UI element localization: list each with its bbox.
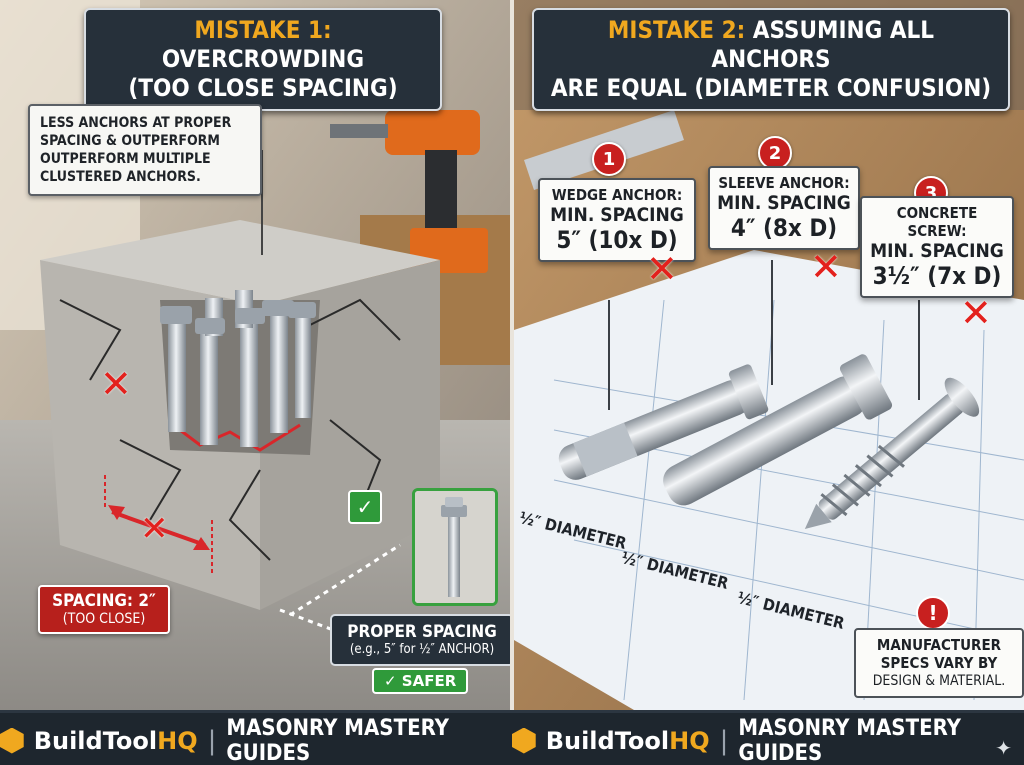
blueprint-sheet	[514, 250, 1024, 710]
card-type: WEDGE ANCHOR:	[551, 186, 683, 204]
spacing-tag-note: (TOO CLOSE)	[62, 611, 146, 627]
spacing-tag-value: SPACING: 2″	[52, 591, 156, 611]
proper-spacing-example: (e.g., 5″ for ½″ ANCHOR)	[349, 642, 495, 657]
number-badge: 1	[592, 142, 626, 176]
brand-main: BuildTool	[545, 726, 670, 755]
single-anchor-icon	[415, 491, 495, 603]
checkmark-icon: ✓	[348, 490, 382, 524]
card-spacing-label: MIN. SPACING	[717, 192, 851, 214]
proper-spacing-box: PROPER SPACING (e.g., 5″ for ½″ ANCHOR)	[330, 614, 510, 666]
title-accent: MISTAKE 1:	[194, 16, 332, 44]
proper-spacing-inset	[412, 488, 498, 606]
manufacturer-note-detail: DESIGN & MATERIAL.	[872, 673, 1006, 689]
title-rest: ASSUMING ALL ANCHORS	[711, 16, 935, 73]
anchor-note: LESS ANCHORS AT PROPER SPACING & OUTPERF…	[28, 104, 262, 196]
x-mark-icon: ✕	[960, 291, 992, 335]
panel-divider	[510, 0, 514, 710]
blueprint-grid	[553, 299, 1024, 701]
card-type: SLEEVE ANCHOR:	[718, 174, 850, 192]
right-panel: MISTAKE 2: ASSUMING ALL ANCHORS ARE EQUA…	[514, 0, 1024, 710]
spacing-arrow	[104, 475, 213, 575]
x-mark-icon: ✕	[100, 362, 132, 406]
card-type: CONCRETE SCREW:	[896, 204, 978, 240]
number-badge: 2	[758, 136, 792, 170]
brand-main: BuildTool	[33, 726, 158, 755]
brand-logo-icon	[512, 727, 536, 754]
x-mark-icon: ✕	[646, 247, 678, 291]
title-accent: MISTAKE 2:	[607, 16, 746, 44]
title-rest: OVERCROWDING	[161, 45, 365, 73]
alert-icon: !	[916, 596, 950, 630]
footer-left: BuildToolHQ | MASONRY MASTERY GUIDES	[0, 713, 512, 765]
wedge-anchor-icon	[558, 364, 769, 480]
brand-hq: HQ	[669, 726, 710, 755]
card-spacing-value: 3½″ (7x D)	[872, 262, 1002, 290]
footer: BuildToolHQ | MASONRY MASTERY GUIDES Bui…	[0, 710, 1024, 765]
footer-separator: |	[719, 725, 729, 756]
safer-badge: ✓ SAFER	[372, 668, 469, 694]
spacing-tag: SPACING: 2″ (TOO CLOSE)	[38, 585, 170, 634]
inset-pointer	[289, 543, 401, 617]
footer-right: BuildToolHQ | MASONRY MASTERY GUIDES	[512, 713, 1024, 765]
sleeve-anchor-card: SLEEVE ANCHOR: MIN. SPACING 4″ (8x D)	[708, 166, 860, 250]
brand-name: BuildToolHQ	[34, 727, 198, 755]
brand-hq: HQ	[157, 726, 198, 755]
brand-logo-icon	[0, 727, 24, 754]
guide-name: MASONRY MASTERY GUIDES	[226, 715, 449, 765]
sleeve-anchor-icon	[663, 354, 893, 506]
wedge-anchor-card: WEDGE ANCHOR: MIN. SPACING 5″ (10x D)	[538, 178, 696, 262]
card-spacing-label: MIN. SPACING	[870, 240, 1004, 262]
manufacturer-note-main: MANUFACTURER SPECS VARY BY	[876, 636, 1002, 672]
card-spacing-label: MIN. SPACING	[550, 204, 684, 226]
concrete-screw-icon	[804, 377, 980, 530]
brand-name: BuildToolHQ	[546, 727, 710, 755]
guide-name: MASONRY MASTERY GUIDES	[738, 715, 961, 765]
title-line2: (TOO CLOSE SPACING)	[128, 74, 398, 102]
x-mark-icon: ✕	[140, 509, 169, 549]
card-spacing-value: 4″ (8x D)	[730, 214, 838, 242]
card-pointers	[608, 260, 920, 410]
proper-spacing-title: PROPER SPACING	[347, 622, 497, 642]
card-spacing-value: 5″ (10x D)	[556, 226, 678, 254]
clustered-anchors	[160, 290, 316, 447]
manufacturer-note: MANUFACTURER SPECS VARY BY DESIGN & MATE…	[854, 628, 1024, 698]
footer-separator: |	[207, 725, 217, 756]
x-mark-icon: ✕	[810, 245, 842, 289]
left-panel: MISTAKE 1: OVERCROWDING (TOO CLOSE SPACI…	[0, 0, 510, 710]
mistake-1-title: MISTAKE 1: OVERCROWDING (TOO CLOSE SPACI…	[84, 8, 442, 111]
sparkle-icon: ✦	[995, 736, 1012, 760]
mistake-2-title: MISTAKE 2: ASSUMING ALL ANCHORS ARE EQUA…	[532, 8, 1010, 111]
concrete-screw-card: CONCRETE SCREW: MIN. SPACING 3½″ (7x D)	[860, 196, 1014, 298]
title-line2: ARE EQUAL (DIAMETER CONFUSION)	[550, 74, 992, 102]
